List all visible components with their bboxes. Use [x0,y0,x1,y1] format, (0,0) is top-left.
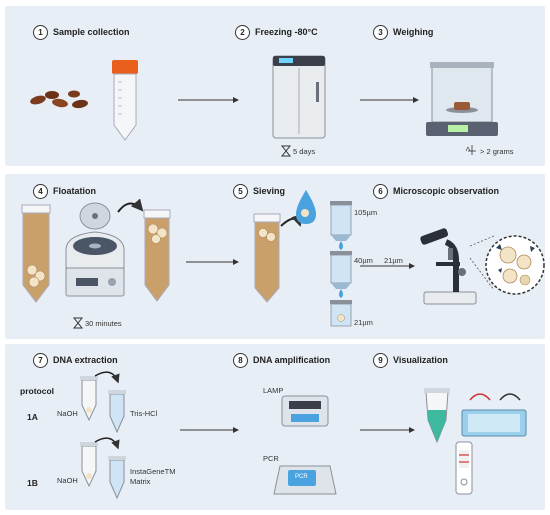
microscope-icon [420,228,477,305]
arrow-label-21: 21µm [384,256,403,265]
tube-with-eggs-icon-2 [143,209,171,302]
freeze-time-label: 5 days [293,147,316,156]
protocol-1b-reagent-out-line1: InstaGeneTM [130,467,176,476]
lamp-block-icon [281,395,329,427]
microscope-view-icon [485,235,545,295]
protocol-label: protocol [20,386,54,396]
hourglass-icon-2 [72,317,84,329]
step-number-5: 5 [233,184,248,199]
gel-electrophoresis-icon [461,393,527,437]
step-number-9: 9 [373,353,388,368]
centrifuge-icon [65,202,125,297]
lateral-flow-strip-icon [455,441,473,495]
scale-icon [465,145,476,155]
protocol-1a-reagent-in: NaOH [57,409,78,418]
protocol-1a-reagent-out: Tris-HCl [130,409,158,418]
weight-label: > 2 grams [480,147,514,156]
protocol-1b-reagent-in: NaOH [57,476,78,485]
tube-with-eggs-icon-3 [253,213,281,303]
float-time-label: 30 minutes [85,319,122,328]
step-title-sample-collection: Sample collection [53,27,130,37]
step-title-freezing: Freezing -80°C [255,27,318,37]
step-title-sieving: Sieving [253,186,286,196]
extraction-tubes-1a-icon [80,371,126,434]
step-title-dna-extraction: DNA extraction [53,355,118,365]
extraction-tubes-1b-icon [80,437,126,500]
water-drop-icon [296,190,316,224]
protocol-1b-label: 1B [27,478,38,488]
step-number-6: 6 [373,184,388,199]
lamp-label: LAMP [263,386,284,395]
freezer-icon [272,55,326,139]
step-number-3: 3 [373,25,388,40]
protocol-1b-reagent-out-line2: Matrix [130,477,151,486]
step-title-weighing: Weighing [393,27,434,37]
tube-with-eggs-icon-1 [21,204,51,303]
analytical-balance-icon [426,62,498,136]
step-number-7: 7 [33,353,48,368]
falcon-tube-icon [112,60,138,141]
step-number-4: 4 [33,184,48,199]
sieve-label-40: 40µm [354,256,373,265]
hourglass-icon-1 [280,145,292,157]
sieve-label-21: 21µm [354,318,373,327]
step-number-8: 8 [233,353,248,368]
sieve-stack-icon [330,201,352,327]
step-title-visualization: Visualization [393,355,448,365]
pcr-screen-text: PCR [295,474,308,480]
step-title-floatation: Floatation [53,186,96,196]
protocol-1a-label: 1A [27,412,38,422]
step-title-microscopic-observation: Microscopic observation [393,186,500,196]
step-title-dna-amplification: DNA amplification [253,355,331,365]
pcr-label: PCR [263,454,279,463]
sieve-label-105: 105µm [354,208,378,217]
step-number-2: 2 [235,25,250,40]
pcr-thermocycler-icon [273,465,337,495]
feces-samples-icon [30,90,88,109]
eppendorf-tube-icon [424,388,450,444]
step-number-1: 1 [33,25,48,40]
panel-row-3 [5,344,545,510]
